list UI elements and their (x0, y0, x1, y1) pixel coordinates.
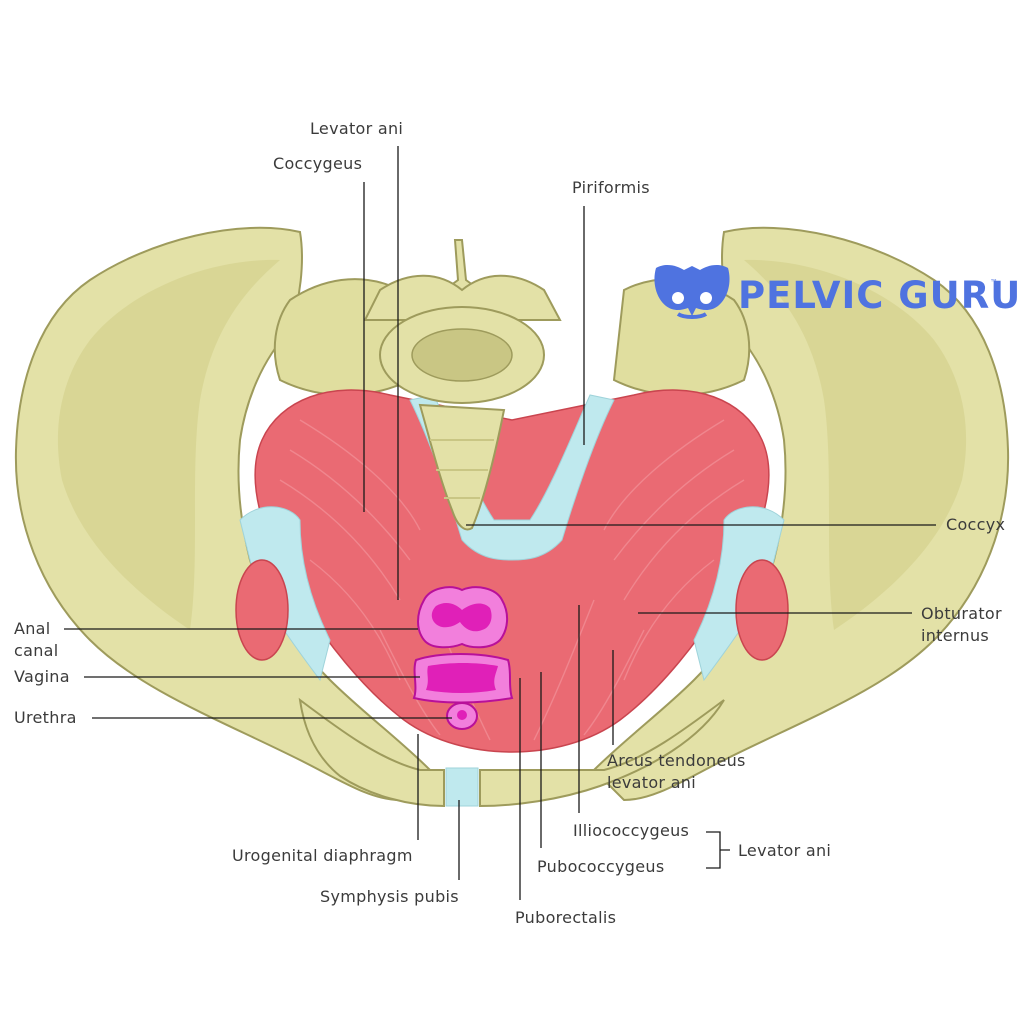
vertebral-canal (411, 328, 513, 382)
label-puborectalis: Puborectalis (515, 908, 617, 927)
label-urogenital: Urogenital diaphragm (232, 846, 413, 865)
label-anal-line2: canal (14, 641, 59, 660)
label-urethra: Urethra (14, 708, 77, 727)
label-obturator-line2: internus (921, 626, 990, 645)
vagina-lumen (426, 663, 498, 693)
right-obturator-internus (735, 559, 789, 661)
left-obturator-internus (235, 559, 289, 661)
label-anal-line1: Anal (14, 619, 51, 638)
label-coccygeus: Coccygeus (273, 154, 363, 173)
left-pubic-ramus (298, 697, 445, 808)
brand-name: PELVIC GURU (738, 274, 1022, 317)
label-obturator-line1: Obturator (921, 604, 1002, 623)
label-arcus-line2: levator ani (607, 773, 696, 792)
label-vagina: Vagina (14, 667, 70, 686)
sacrum-wings (363, 274, 562, 321)
label-piriformis: Piriformis (572, 178, 650, 197)
label-symphysis: Symphysis pubis (320, 887, 459, 906)
urethra-lumen (457, 710, 467, 720)
label-levator-ani-group: Levator ani (738, 841, 832, 860)
anal-canal-lumen (431, 603, 492, 632)
label-illiococcygeus: Illiococcygeus (573, 821, 690, 840)
label-levator-ani-top: Levator ani (310, 119, 404, 138)
coccyx-segments (430, 439, 494, 499)
label-pubococcygeus: Pubococcygeus (537, 857, 665, 876)
left-iliac-fossa (57, 259, 280, 630)
pelvic-guru-logo-icon (654, 264, 730, 319)
coccyx-bone (418, 403, 506, 531)
symphysis-pubis-shape (445, 767, 479, 807)
label-coccyx: Coccyx (946, 515, 1006, 534)
brand-trademark: ™ (990, 278, 998, 287)
right-iliac-fossa (744, 259, 967, 630)
label-arcus-line1: Arcus tendoneus (607, 751, 746, 770)
